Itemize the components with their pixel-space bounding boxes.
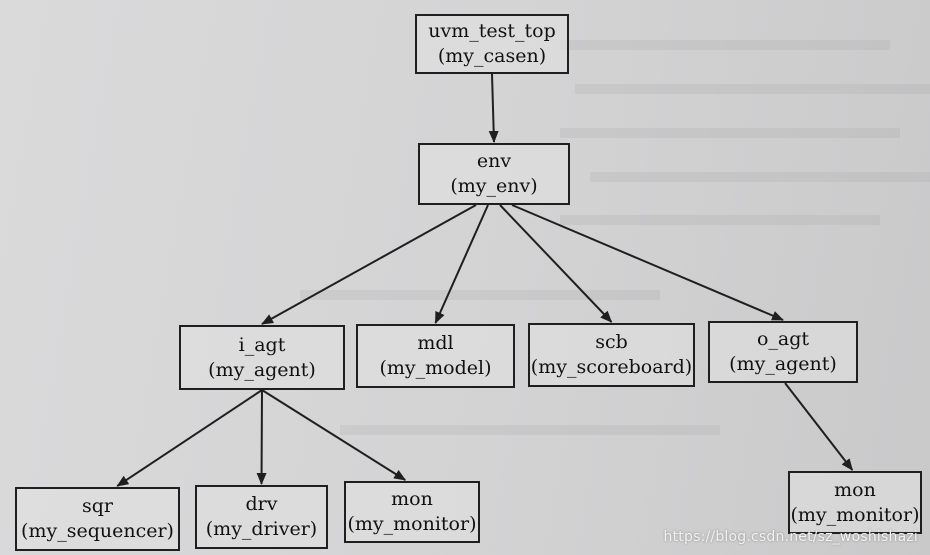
node-name: mon	[391, 488, 433, 510]
node-name: i_agt	[238, 333, 286, 356]
node-mdl: mdl (my_model)	[356, 324, 515, 388]
node-type: (my_driver)	[205, 518, 318, 540]
edge-env-to-o_agt	[511, 204, 784, 321]
node-o-agt: o_agt (my_agent)	[708, 321, 858, 383]
node-name: sqr	[82, 495, 113, 517]
node-name: o_agt	[756, 328, 810, 350]
node-type: (my_model)	[379, 357, 492, 379]
node-type: (my_agent)	[208, 358, 316, 381]
node-i-agt: i_agt (my_agent)	[179, 325, 345, 390]
edge-o_agt-to-mon_o	[784, 382, 854, 471]
node-name: env	[476, 150, 512, 172]
node-name: scb	[595, 331, 628, 353]
node-name: drv	[245, 493, 278, 515]
edge-env-to-scb	[499, 204, 613, 323]
node-type: (my_env)	[450, 175, 538, 197]
edge-i_agt-to-mon_i	[261, 389, 407, 481]
node-env: env (my_env)	[418, 143, 570, 205]
node-type: (my_scoreboard)	[530, 356, 693, 378]
node-drv: drv (my_driver)	[195, 485, 328, 549]
node-scb: scb (my_scoreboard)	[528, 323, 695, 387]
edge-uvm_test_top-to-env	[488, 73, 499, 143]
node-mon-i: mon (my_monitor)	[344, 481, 480, 543]
node-type: (my_agent)	[729, 353, 837, 375]
node-uvm-test-top: uvm_test_top (my_casen)	[415, 14, 569, 74]
node-type: (my_casen)	[437, 45, 547, 67]
edge-env-to-i_agt	[261, 204, 477, 325]
edge-env-to-mdl	[434, 204, 489, 324]
node-type: (my_monitor)	[347, 513, 477, 535]
node-name: mon	[834, 478, 876, 501]
node-sqr: sqr (my_sequencer)	[15, 487, 180, 551]
edge-i_agt-to-drv	[256, 389, 267, 485]
node-name: uvm_test_top	[428, 20, 556, 42]
node-mon-o: mon (my_monitor)	[788, 471, 922, 534]
node-type: (my_sequencer)	[21, 520, 174, 542]
node-type: (my_monitor)	[790, 503, 920, 526]
node-name: mdl	[417, 332, 454, 354]
edge-i_agt-to-sqr	[116, 389, 263, 487]
watermark: https://blog.csdn.net/sz_woshishazi	[663, 529, 918, 545]
